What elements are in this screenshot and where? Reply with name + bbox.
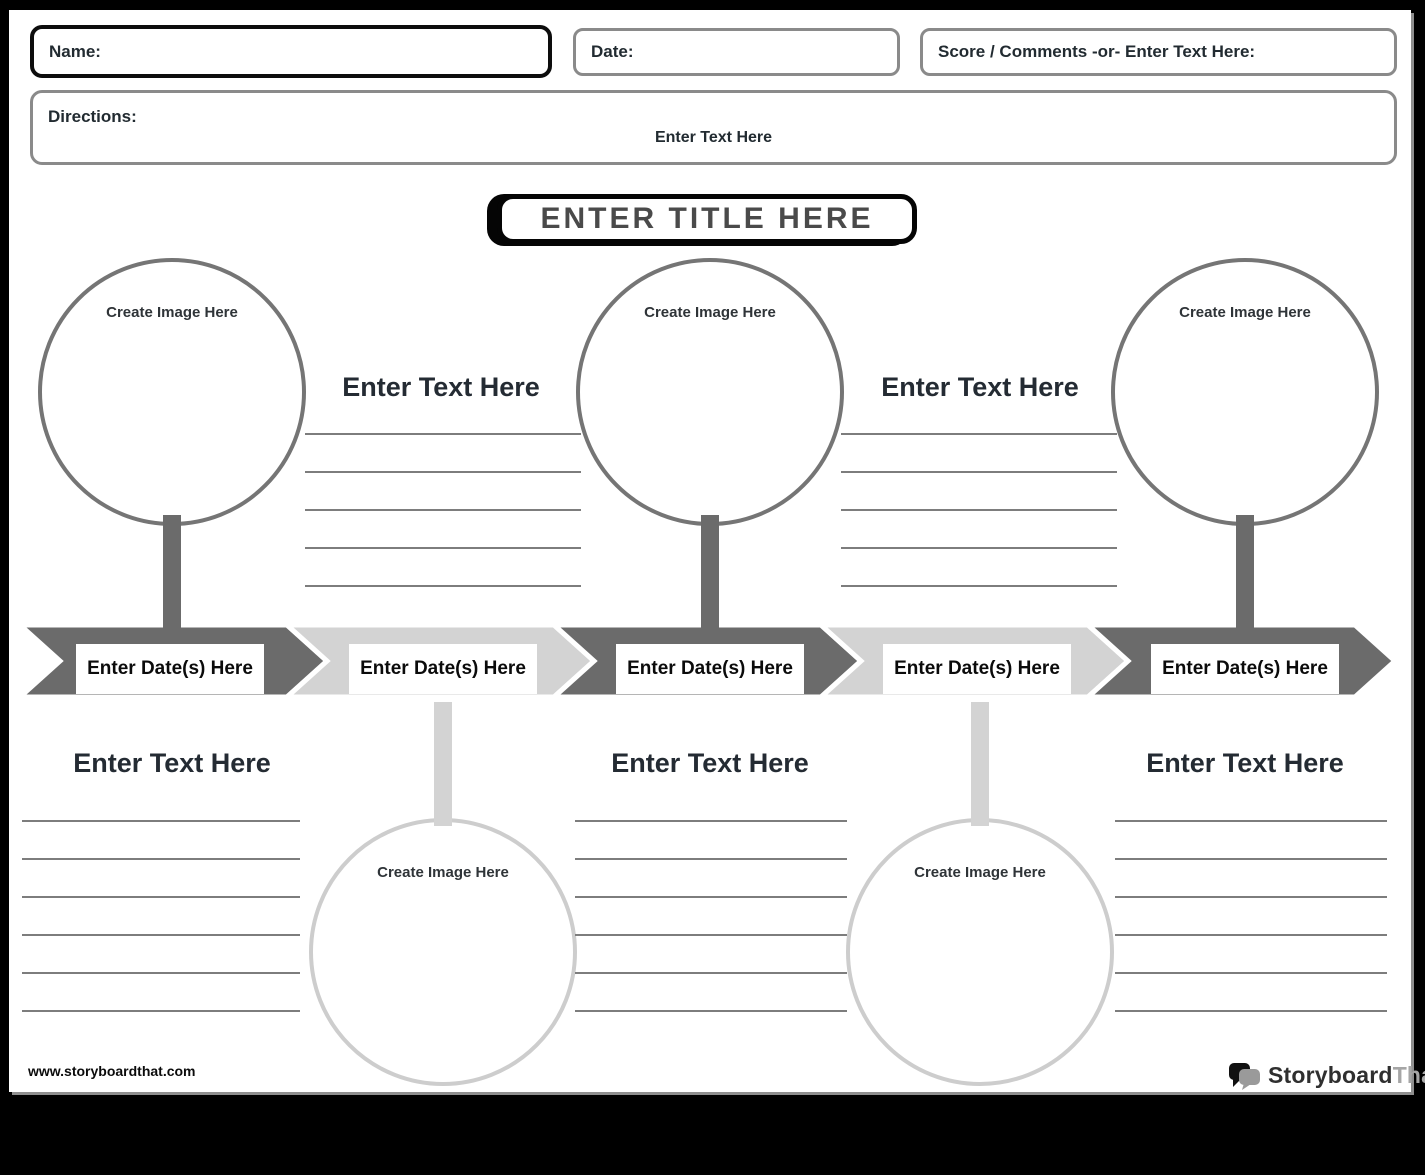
date-field[interactable]: Date: bbox=[573, 28, 900, 76]
connector-stem bbox=[971, 702, 989, 826]
name-field[interactable]: Name: bbox=[30, 25, 552, 78]
text-block-heading-top-1[interactable]: Enter Text Here bbox=[342, 372, 540, 402]
writing-lines-bottom-2[interactable] bbox=[575, 820, 847, 1012]
text-block-heading-bottom-1[interactable]: Enter Text Here bbox=[73, 748, 271, 778]
title-box[interactable]: ENTER TITLE HERE bbox=[497, 194, 917, 244]
writing-lines-top-2[interactable] bbox=[841, 433, 1117, 625]
writing-lines-bottom-3[interactable] bbox=[1115, 820, 1387, 1012]
connector-stem bbox=[1236, 515, 1254, 655]
image-circle-bottom-2[interactable]: Create Image Here bbox=[846, 818, 1114, 1086]
date-box-label: Enter Date(s) Here bbox=[360, 658, 526, 679]
text-block-heading-bottom-2[interactable]: Enter Text Here bbox=[611, 748, 809, 778]
text-block-heading-top-2[interactable]: Enter Text Here bbox=[881, 372, 1079, 402]
image-placeholder-label: Create Image Here bbox=[377, 864, 509, 881]
date-box-3[interactable]: Enter Date(s) Here bbox=[616, 644, 804, 694]
score-comments-field[interactable]: Score / Comments -or- Enter Text Here: bbox=[920, 28, 1397, 76]
date-box-2[interactable]: Enter Date(s) Here bbox=[349, 644, 537, 694]
date-box-label: Enter Date(s) Here bbox=[627, 658, 793, 679]
date-box-4[interactable]: Enter Date(s) Here bbox=[883, 644, 1071, 694]
date-box-label: Enter Date(s) Here bbox=[894, 658, 1060, 679]
text-block-heading-bottom-3[interactable]: Enter Text Here bbox=[1146, 748, 1344, 778]
website-url: www.storyboardthat.com bbox=[28, 1063, 196, 1079]
logo-wordmark-secondary: That bbox=[1392, 1061, 1425, 1088]
writing-lines-bottom-1[interactable] bbox=[22, 820, 300, 1012]
directions-label: Directions: bbox=[48, 107, 137, 126]
logo-wordmark: StoryboardThat bbox=[1268, 1062, 1425, 1089]
date-box-1[interactable]: Enter Date(s) Here bbox=[76, 644, 264, 694]
writing-lines-top-1[interactable] bbox=[305, 433, 581, 625]
image-circle-top-1[interactable]: Create Image Here bbox=[38, 258, 306, 526]
directions-field[interactable]: Directions: Enter Text Here bbox=[30, 90, 1397, 165]
image-circle-top-3[interactable]: Create Image Here bbox=[1111, 258, 1379, 526]
image-placeholder-label: Create Image Here bbox=[914, 864, 1046, 881]
image-circle-bottom-1[interactable]: Create Image Here bbox=[309, 818, 577, 1086]
image-placeholder-label: Create Image Here bbox=[106, 304, 238, 321]
connector-stem bbox=[434, 702, 452, 826]
logo-wordmark-primary: Storyboard bbox=[1268, 1061, 1393, 1088]
image-circle-top-2[interactable]: Create Image Here bbox=[576, 258, 844, 526]
worksheet-page: Name: Date: Score / Comments -or- Enter … bbox=[9, 10, 1425, 1092]
date-box-label: Enter Date(s) Here bbox=[87, 658, 253, 679]
date-box-5[interactable]: Enter Date(s) Here bbox=[1151, 644, 1339, 694]
directions-placeholder[interactable]: Enter Text Here bbox=[654, 129, 773, 146]
storyboardthat-logo: StoryboardThat bbox=[1225, 1056, 1425, 1094]
name-label: Name: bbox=[49, 41, 101, 61]
date-box-label: Enter Date(s) Here bbox=[1162, 658, 1328, 679]
page-title: ENTER TITLE HERE bbox=[540, 202, 874, 235]
date-label: Date: bbox=[591, 42, 634, 61]
image-placeholder-label: Create Image Here bbox=[644, 304, 776, 321]
connector-stem bbox=[163, 515, 181, 655]
score-comments-label: Score / Comments -or- Enter Text Here: bbox=[938, 42, 1256, 61]
connector-stem bbox=[701, 515, 719, 655]
image-placeholder-label: Create Image Here bbox=[1179, 304, 1311, 321]
speech-bubbles-icon bbox=[1229, 1063, 1260, 1090]
